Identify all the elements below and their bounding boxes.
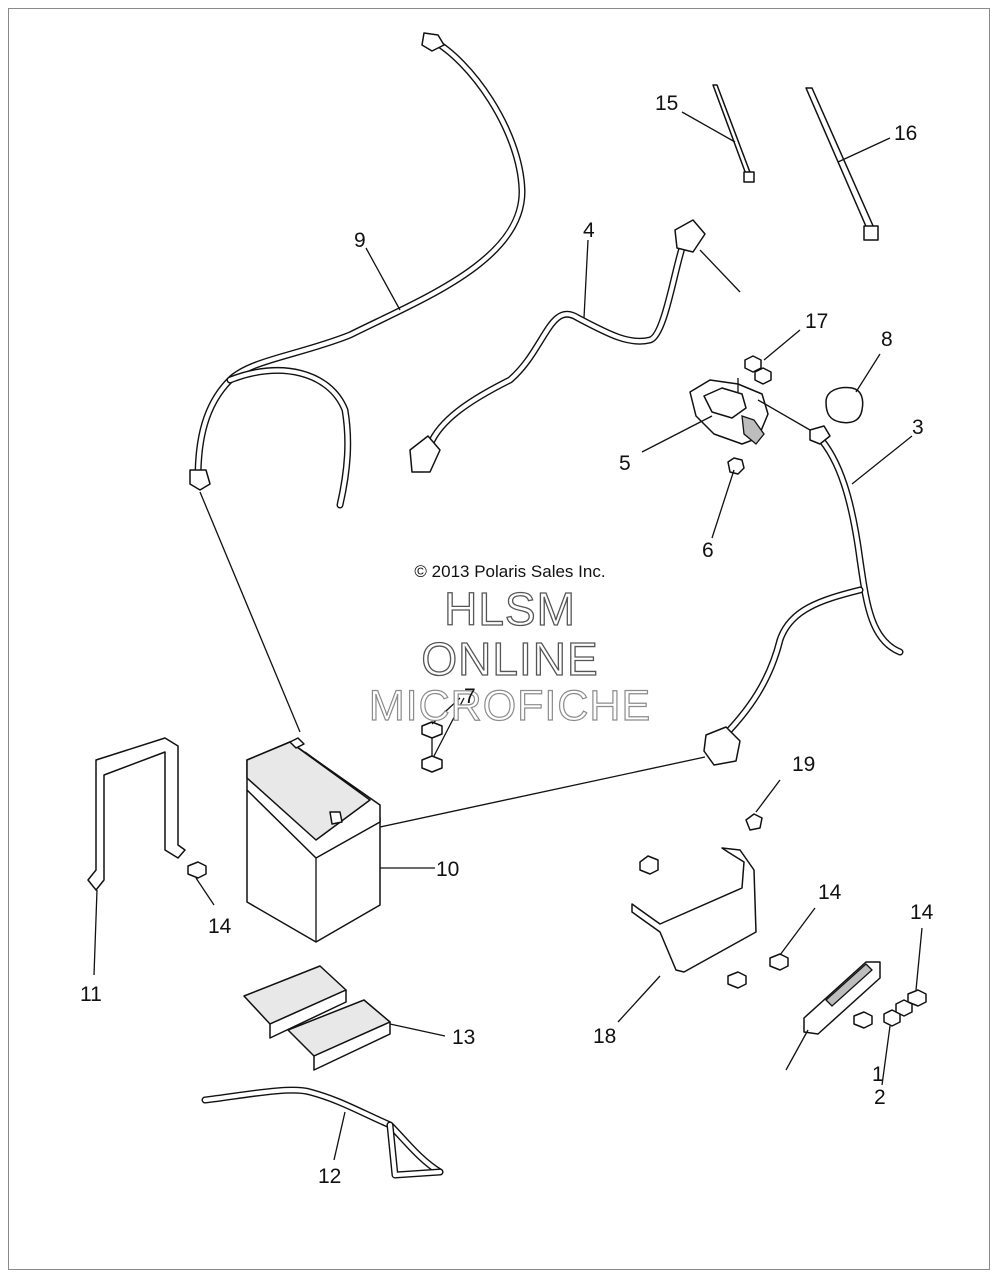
part-7-hardware [421,697,465,773]
callout-14-middle: 14 [818,881,842,904]
part-17-nuts [744,355,772,385]
part-5-solenoid [689,378,811,445]
callout-7: 7 [464,685,476,708]
watermark-line-3: MICROFICHE [368,681,652,730]
callout-15: 15 [655,92,679,115]
part-11-bracket [87,737,186,891]
part-15-tie [712,84,755,183]
callout-14-right: 14 [910,901,934,924]
part-16-tie [805,87,879,241]
callout-4: 4 [583,219,595,242]
callout-9: 9 [354,229,366,252]
callout-1: 1 [872,1063,884,1086]
callout-5: 5 [619,452,631,475]
watermark-line-2: ONLINE [421,632,599,685]
part-6-nut [727,457,745,475]
callout-16: 16 [894,122,918,145]
copyright-text: © 2013 Polaris Sales Inc. [414,562,606,581]
part-8-boot [825,386,864,424]
part-9-cable [189,32,526,733]
part-2-hardware [853,999,913,1086]
part-18-bracket [617,847,757,1023]
callout-8: 8 [881,328,893,351]
part-14-bolt-left [187,861,215,906]
callout-11: 11 [80,983,102,1006]
part-12-rod [201,1086,444,1179]
part-14-bolts-right [727,907,927,1007]
callout-18: 18 [593,1025,617,1048]
leader-lines [365,111,913,539]
part-1-terminal-block [785,961,881,1071]
part-4-cable [409,219,741,473]
callout-6: 6 [702,539,714,562]
callout-19: 19 [792,753,816,776]
part-3-cable [379,425,904,828]
watermark-line-1: HLSM [443,582,576,635]
part-19-pin [745,813,763,831]
callout-10: 10 [436,858,460,881]
callout-12: 12 [318,1165,342,1188]
callout-17: 17 [805,310,829,333]
callout-3: 3 [912,416,924,439]
callout-14-left: 14 [208,915,232,938]
callout-13: 13 [452,1026,476,1049]
callout-2: 2 [874,1086,886,1109]
part-13-pads [243,965,446,1071]
part-10-battery [246,737,435,943]
